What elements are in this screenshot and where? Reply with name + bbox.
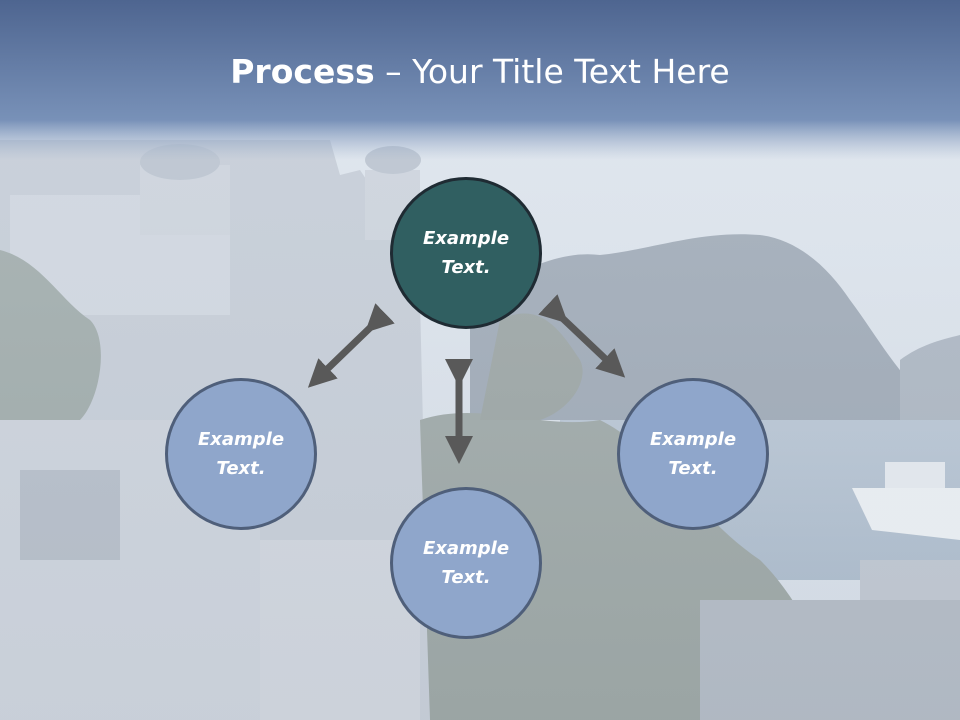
slide-title: Process – Your Title Text Here: [0, 52, 960, 91]
node-right-line2: Text.: [668, 458, 718, 479]
arrow-top-left: [307, 303, 395, 388]
node-right-line1: Example: [649, 429, 737, 450]
node-left-line1: Example: [197, 429, 285, 450]
node-bottom-line1: Example: [422, 538, 510, 559]
node-top-line2: Text.: [441, 257, 491, 278]
node-bottom-line2: Text.: [441, 567, 491, 588]
title-rest: – Your Title Text Here: [374, 52, 730, 91]
arrow-top-right: [538, 294, 626, 378]
node-left-line2: Text.: [216, 458, 266, 479]
node-top-line1: Example: [422, 228, 510, 249]
title-bold: Process: [230, 52, 375, 91]
